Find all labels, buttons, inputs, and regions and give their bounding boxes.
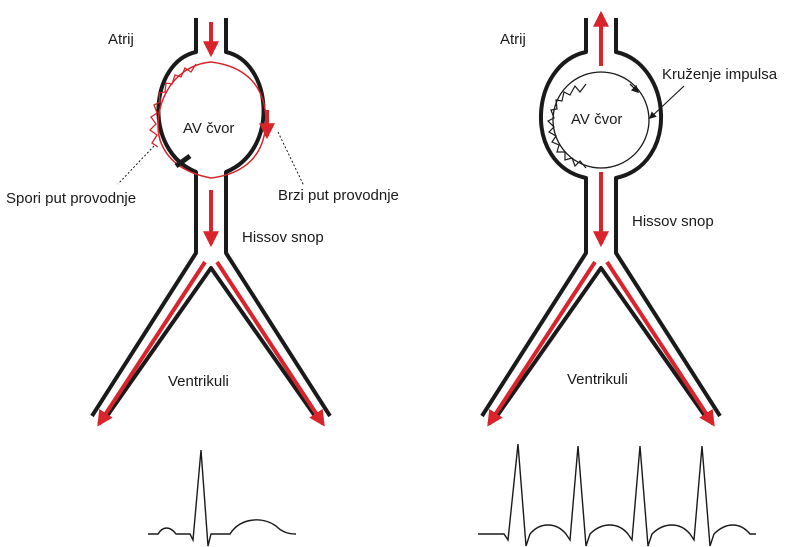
- left-label-slow-path: Spori put provodnje: [6, 190, 136, 207]
- right-ecg-trace: [478, 444, 756, 546]
- right-label-ventricles: Ventrikuli: [567, 371, 628, 388]
- left-label-his-bundle: Hissov snop: [242, 229, 324, 246]
- left-label-atrium: Atrij: [108, 31, 134, 48]
- left-label-av-node: AV čvor: [183, 120, 234, 137]
- left-ecg-trace: [148, 450, 296, 546]
- left-slow-path-leader: [118, 146, 154, 184]
- right-label-atrium: Atrij: [500, 31, 526, 48]
- right-label-his-bundle: Hissov snop: [632, 213, 714, 230]
- right-label-av-node: AV čvor: [571, 111, 622, 128]
- left-fast-path-leader: [278, 132, 304, 186]
- right-panel: Atrij AV čvor Kruženje impulsa Hissov sn…: [478, 14, 778, 546]
- right-label-reentry: Kruženje impulsa: [662, 66, 778, 83]
- left-label-ventricles: Ventrikuli: [168, 373, 229, 390]
- left-label-fast-path: Brzi put provodnje: [278, 187, 399, 204]
- left-panel: Atrij AV čvor Spori put provodnje Brzi p…: [6, 18, 399, 546]
- left-red-paths: [99, 22, 323, 424]
